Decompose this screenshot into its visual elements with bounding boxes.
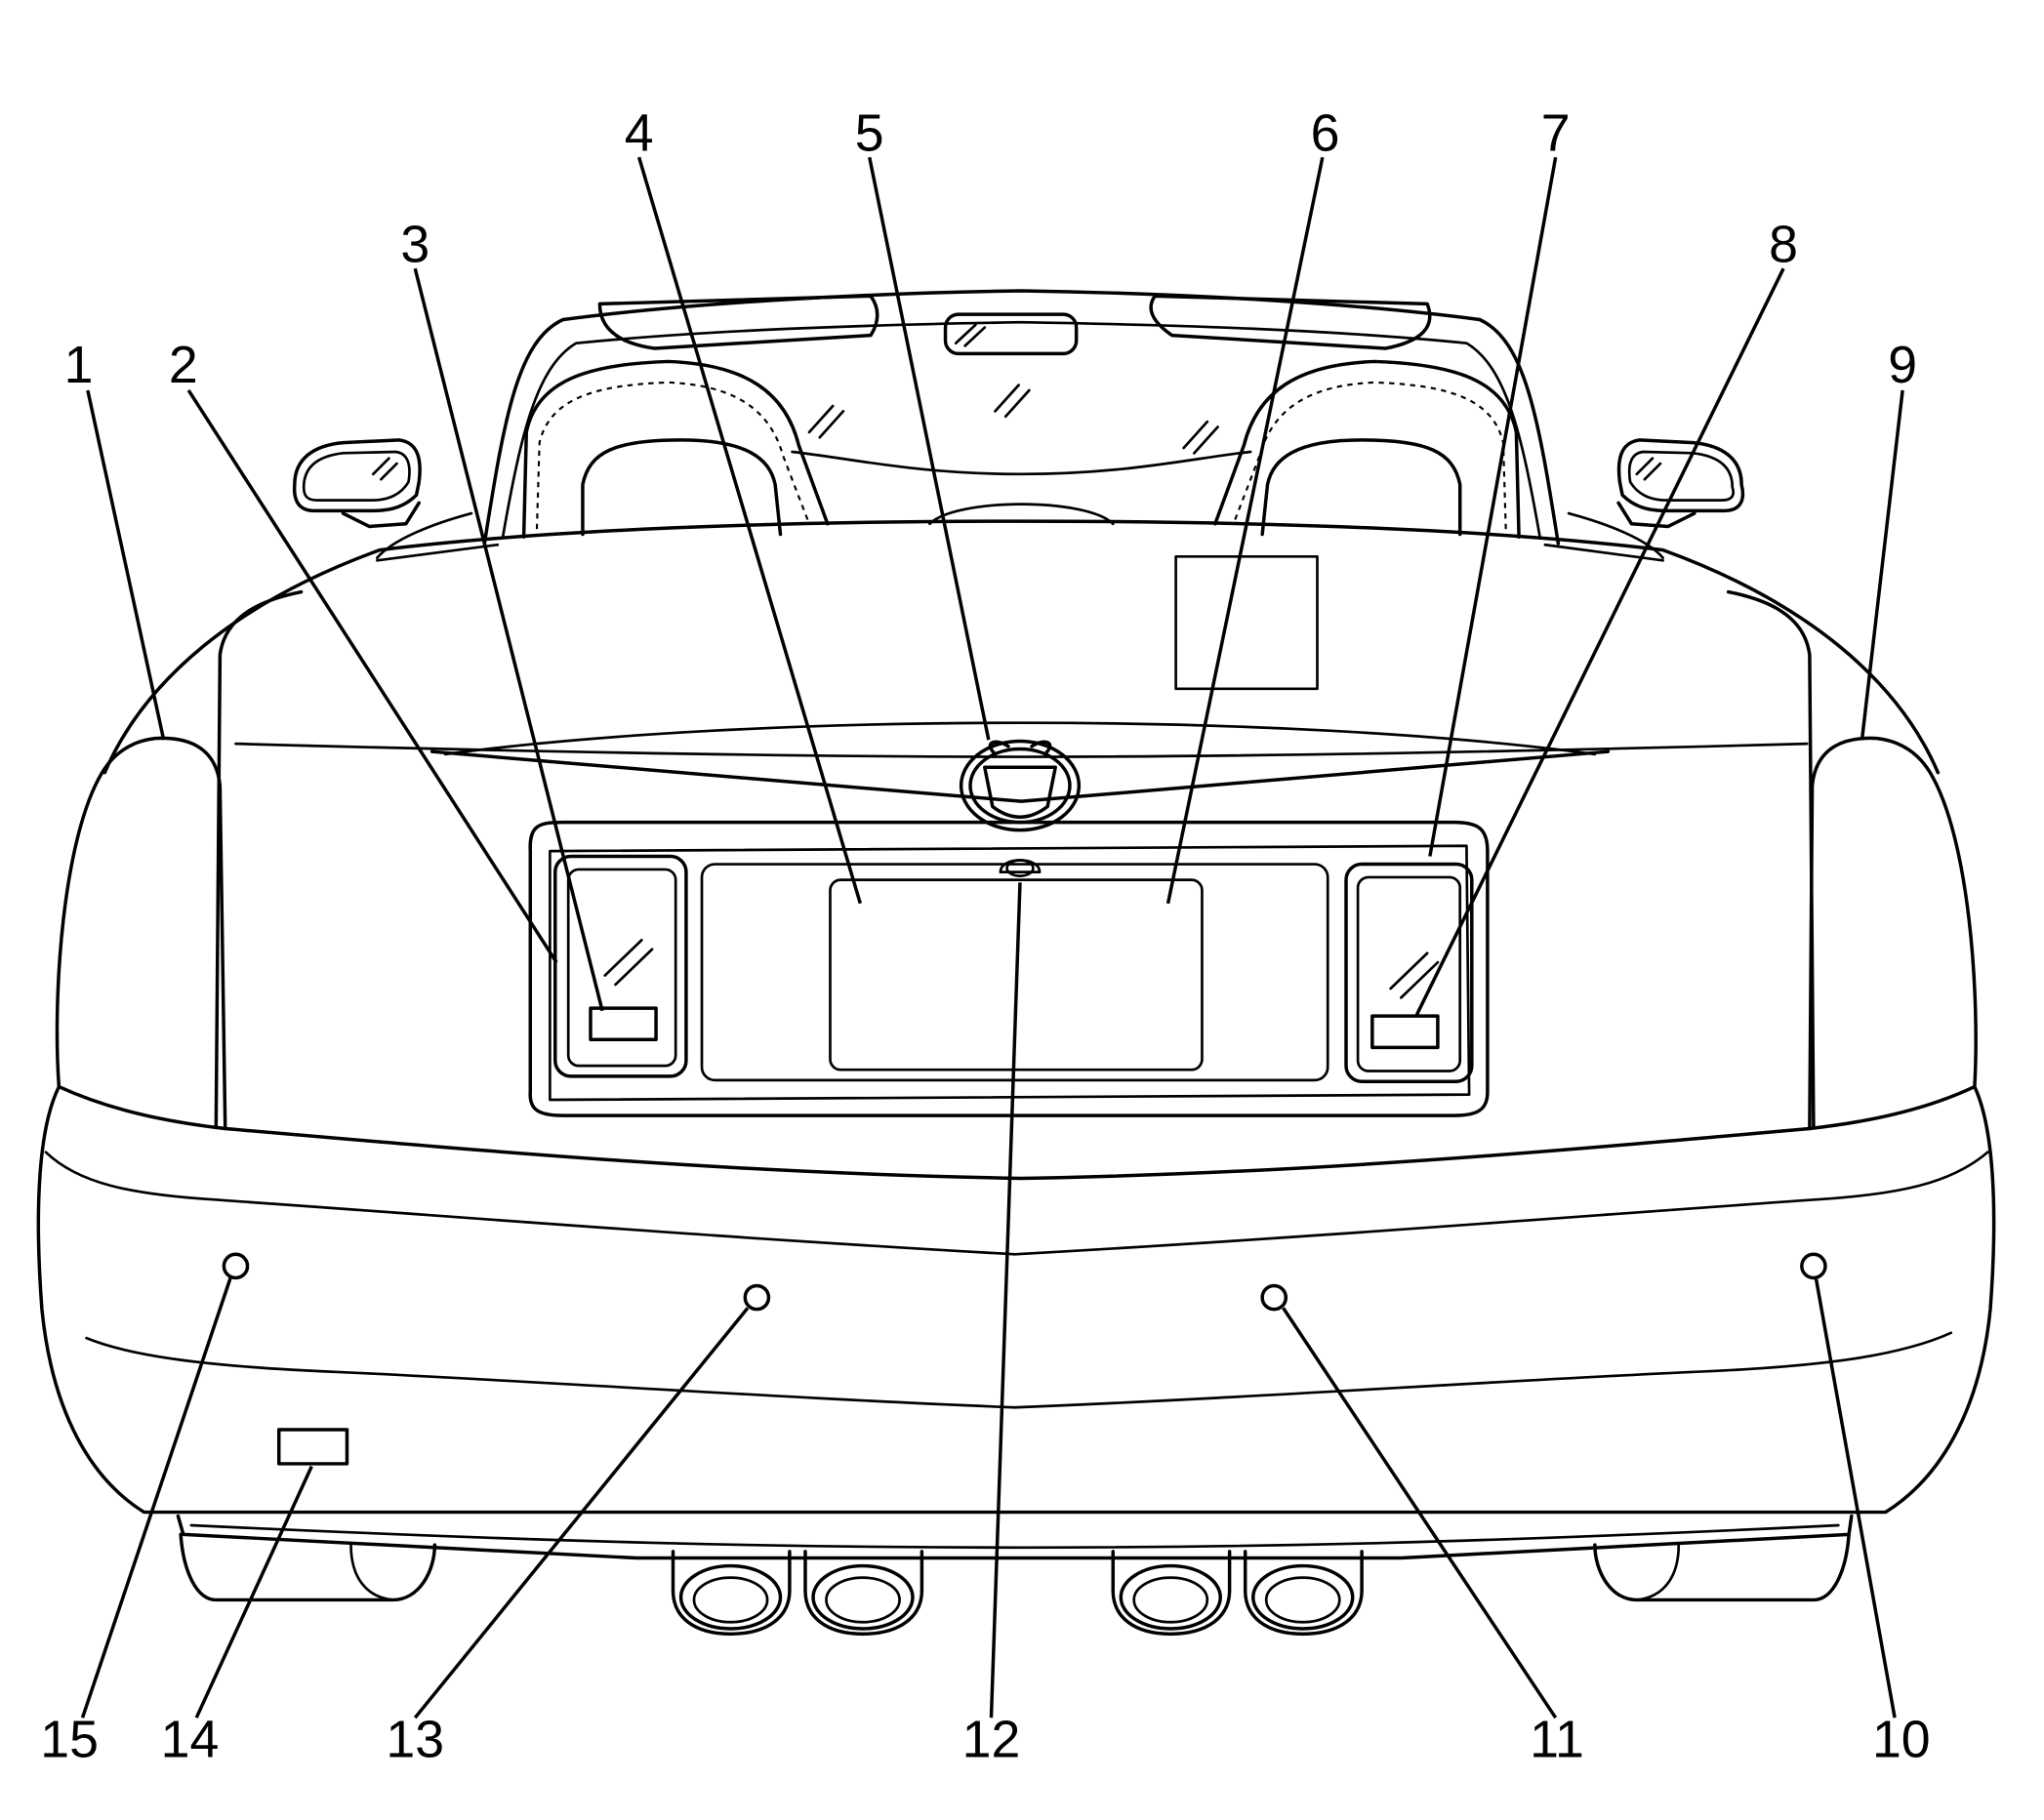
callout-12: 12: [962, 1710, 1021, 1768]
tires: [179, 1532, 1851, 1602]
emblem: [959, 739, 1082, 832]
rear-bumper: [36, 1084, 1996, 1560]
callout-5: 5: [855, 103, 884, 162]
leader-lines: [80, 156, 1904, 1719]
callout-8: 8: [1769, 215, 1798, 273]
parking-sensor: [743, 1283, 771, 1312]
deck-lid-label: [1174, 554, 1319, 691]
callout-labels: 1 2 3 4 5 6 7 8 9 10 11 12 13 14 15: [40, 103, 1930, 1768]
high-mount-stop-lamp: [943, 312, 1079, 356]
callout-10: 10: [1872, 1710, 1931, 1768]
parking-sensor: [222, 1252, 250, 1280]
callout-1: 1: [64, 336, 94, 394]
license-plate-recess: [528, 820, 1490, 1117]
callout-7: 7: [1541, 103, 1571, 162]
callout-11: 11: [1530, 1710, 1584, 1768]
callout-2: 2: [169, 336, 198, 394]
mirrors: [292, 438, 1745, 529]
parking-sensor: [1800, 1252, 1827, 1280]
right-backup-lamp: [1344, 862, 1474, 1083]
glass-marks: [807, 384, 1219, 455]
parking-sensor: [1260, 1283, 1288, 1312]
bumper-label: [276, 1428, 349, 1466]
callout-6: 6: [1311, 103, 1340, 162]
body: [102, 511, 1941, 1128]
callout-15: 15: [40, 1710, 99, 1768]
callout-4: 4: [625, 103, 654, 162]
roll-bar: [482, 289, 1561, 546]
callout-3: 3: [400, 215, 429, 273]
callout-9: 9: [1888, 336, 1917, 394]
left-backup-lamp: [553, 854, 688, 1078]
exhaust-tips: [671, 1550, 1364, 1637]
seats: [521, 359, 1521, 539]
callout-13: 13: [386, 1710, 444, 1768]
license-plate: [829, 878, 1204, 1072]
callout-14: 14: [161, 1710, 220, 1768]
